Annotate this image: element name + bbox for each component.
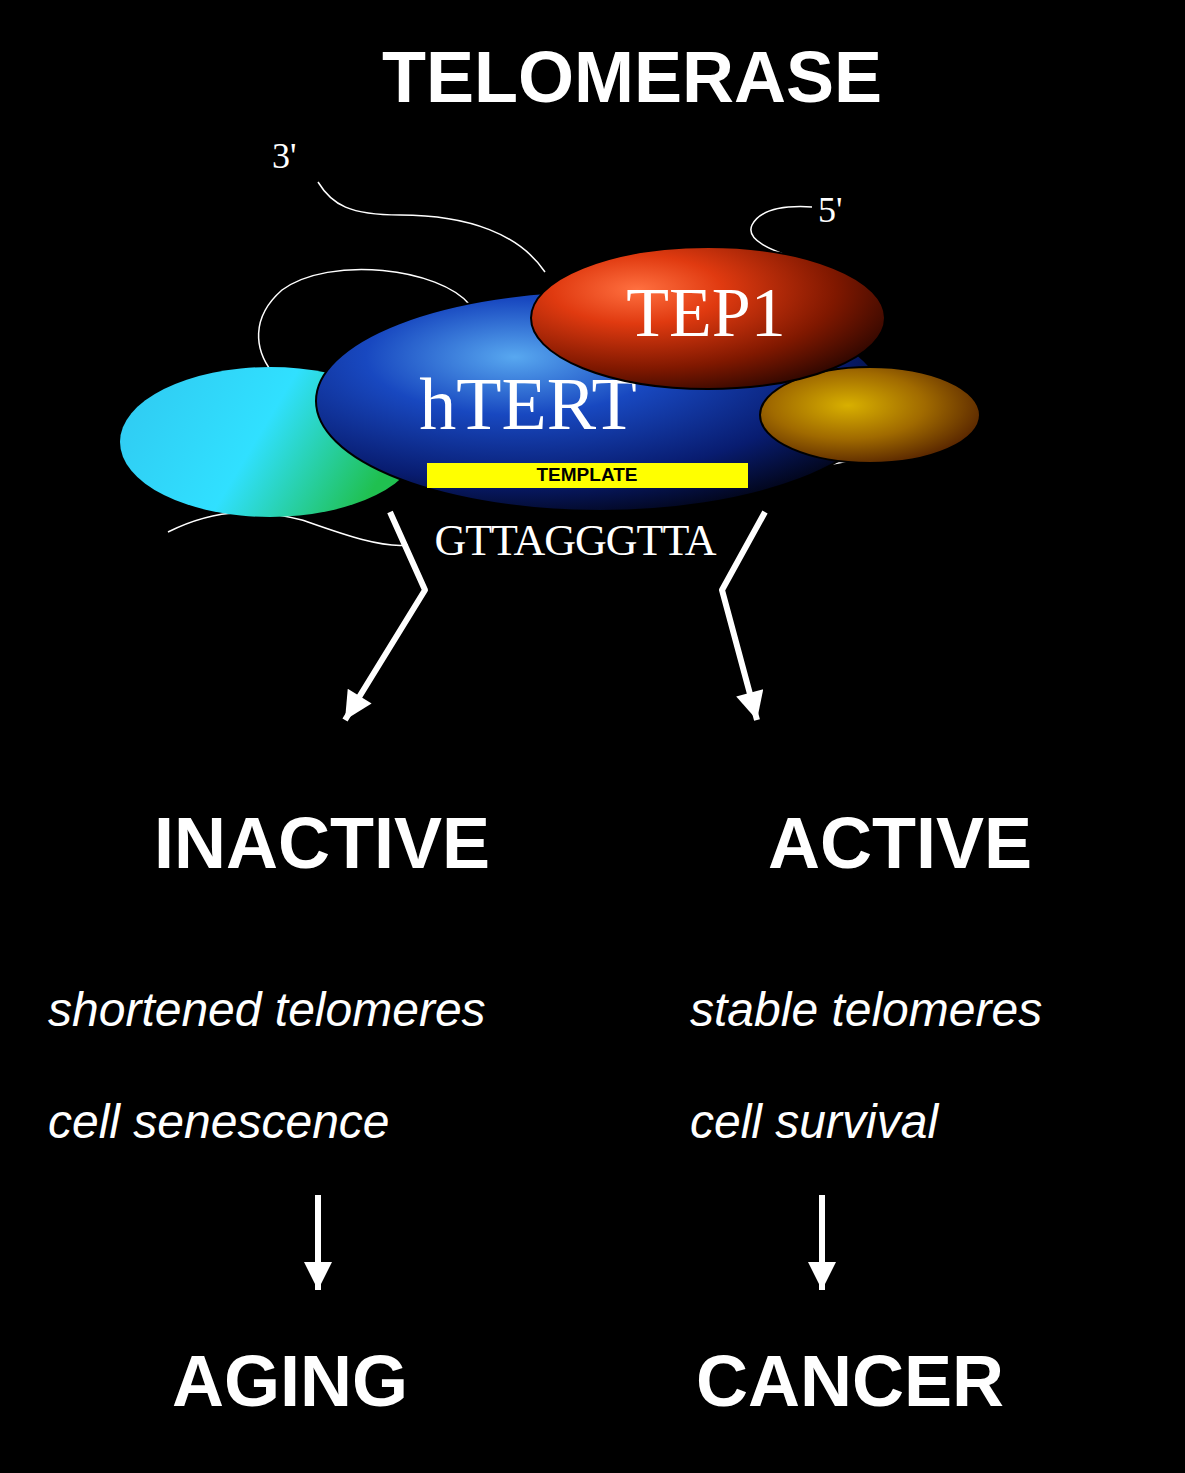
template-bar: TEMPLATE	[427, 463, 748, 488]
template-label: TEMPLATE	[537, 464, 638, 486]
result-block: CANCER	[630, 1290, 1070, 1430]
protein-shape	[531, 247, 885, 389]
outcome-block: ACTIVE stable telomeres cell survival	[660, 720, 1160, 1195]
flow-arrow	[345, 512, 425, 720]
effect-text: stable telomeres	[690, 982, 1042, 1037]
result-heading: CANCER	[696, 1340, 1004, 1423]
strand-end: 5'	[818, 190, 843, 231]
effect-text: cell survival	[690, 1094, 938, 1149]
result-block: AGING	[110, 1290, 470, 1430]
flow-arrow	[722, 512, 765, 720]
state-heading: INACTIVE	[154, 802, 490, 885]
tep1-protein: TEP1	[530, 246, 886, 390]
outcome-block: INACTIVE shortened telomeres cell senescen…	[30, 720, 610, 1195]
result-heading: AGING	[172, 1340, 408, 1423]
flow-arrow	[315, 1195, 321, 1290]
state-heading: ACTIVE	[768, 802, 1032, 885]
effect-text: cell senescence	[48, 1094, 390, 1149]
telomere-sequence: GTTAGGGTTA	[434, 516, 715, 567]
diagram-title: TELOMERASE	[382, 36, 882, 119]
protein-name: TEP1	[626, 273, 785, 354]
strand-end: 3'	[272, 136, 297, 177]
effect-text: shortened telomeres	[48, 982, 486, 1037]
flow-arrow	[819, 1195, 825, 1290]
